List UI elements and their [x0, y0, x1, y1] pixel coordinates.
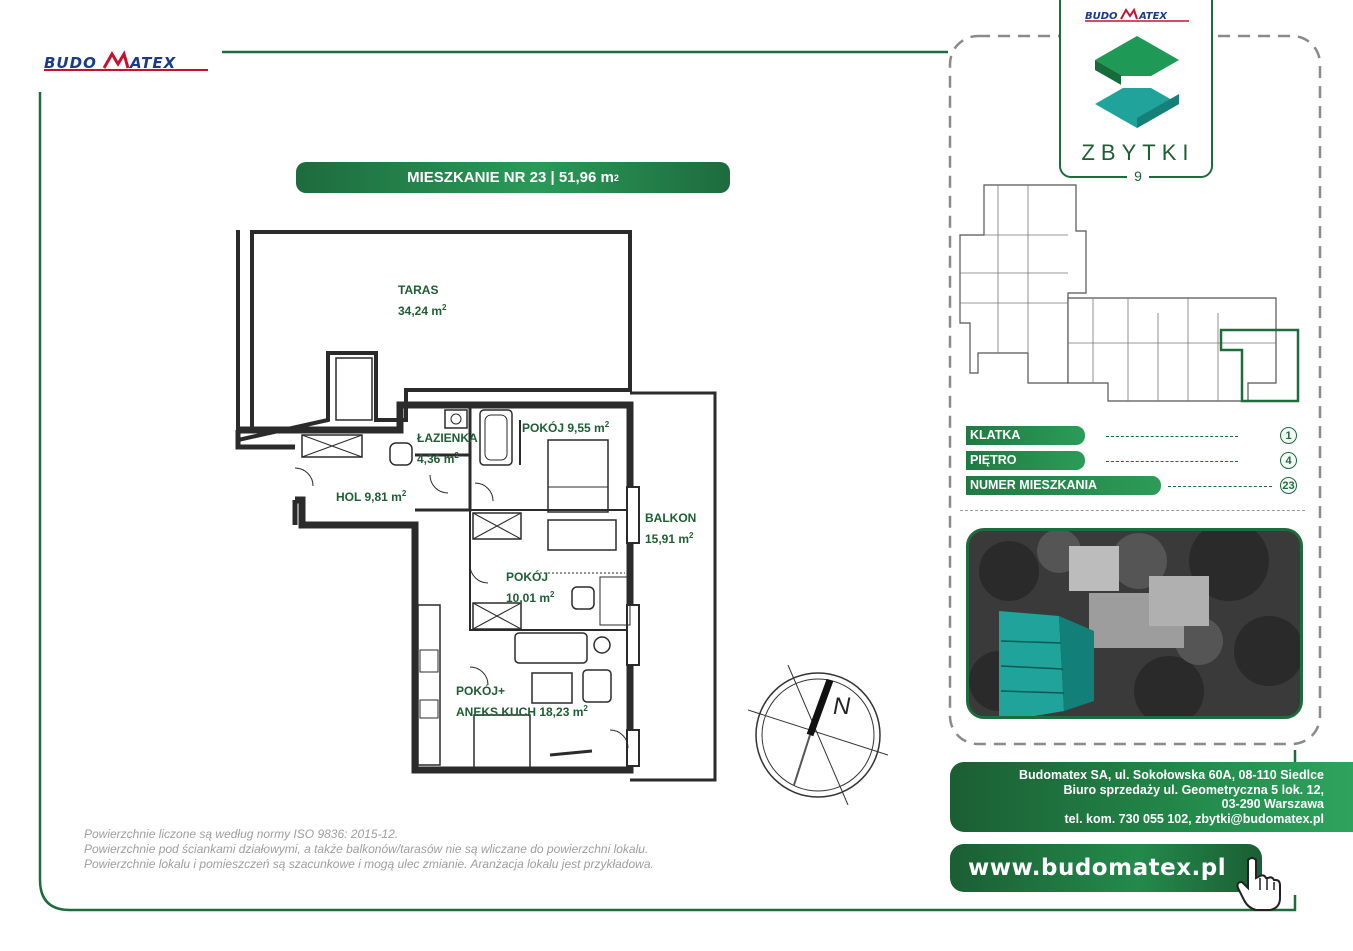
room-name: POKÓJ+ [456, 684, 506, 698]
room-area: 15,91 m [645, 532, 690, 546]
info-dash [1168, 486, 1272, 487]
apartment-title-text: MIESZKANIE NR 23 | 51,96 m [407, 169, 614, 186]
room-label-pokoj-1: POKÓJ 9,55 m2 [522, 416, 609, 437]
room-area: 34,24 m [398, 304, 443, 318]
info-value: 23 [1280, 477, 1297, 494]
room-label-pokoj-2: POKÓJ 10,01 m2 [506, 569, 555, 607]
info-value: 1 [1280, 427, 1297, 444]
footnotes: Powierzchnie liczone są według normy ISO… [84, 827, 724, 872]
info-label: NUMER MIESZKANIA [966, 476, 1161, 495]
room-area: ANEKS.KUCH 18,23 m [456, 705, 584, 719]
website-link[interactable]: www.budomatex.pl [950, 844, 1262, 892]
svg-text:ATEX: ATEX [129, 54, 177, 72]
compass: N [747, 664, 889, 806]
room-area: 4,36 m [417, 452, 455, 466]
room-sup: 2 [442, 303, 447, 312]
room-name: POKÓJ [506, 570, 549, 584]
room-label-hol: HOL 9,81 m2 [336, 485, 406, 506]
room-name: POKÓJ 9,55 m [522, 421, 605, 435]
compass-icon [747, 664, 889, 806]
project-emblem-icon [1095, 36, 1179, 128]
brand-logo: BUDO ATEX [42, 50, 212, 76]
footnote-line: Powierzchnie pod ściankami działowymi, a… [84, 842, 649, 856]
room-sup: 2 [689, 531, 694, 540]
footnote-line: Powierzchnie liczone są według normy ISO… [84, 827, 399, 841]
room-sup: 2 [604, 420, 610, 429]
aerial-photo [966, 528, 1303, 719]
room-label-pokoj-aneks: POKÓJ+ ANEKS.KUCH 18,23 m2 [456, 683, 588, 721]
room-name: BALKON [645, 511, 697, 525]
compass-north: N [833, 693, 851, 720]
contact-box: Budomatex SA, ul. Sokołowska 60A, 08-110… [950, 762, 1353, 832]
project-logo-card: BUDO ATEX ZBYTKI [1059, 0, 1213, 178]
project-number: 9 [1127, 168, 1149, 184]
info-row-numer: NUMER MIESZKANIA 23 [966, 476, 1301, 496]
info-label: KLATKA [966, 426, 1085, 445]
room-name: ŁAZIENKA [417, 431, 478, 445]
svg-text:ATEX: ATEX [1138, 11, 1168, 22]
project-name: ZBYTKI [1081, 140, 1195, 165]
info-value: 4 [1280, 452, 1297, 469]
contact-line: 03-290 Warszawa [1221, 797, 1324, 811]
room-name: TARAS [398, 283, 439, 297]
contact-line: Biuro sprzedaży ul. Geometryczna 5 lok. … [1063, 782, 1324, 797]
info-row-klatka: KLATKA 1 [966, 426, 1301, 446]
separator-line [960, 510, 1305, 511]
hand-cursor-icon [1236, 857, 1281, 911]
title-sup: 2 [613, 172, 619, 183]
room-sup: 2 [454, 451, 459, 460]
info-dash [1106, 461, 1238, 462]
svg-text:BUDO: BUDO [44, 54, 97, 72]
room-area: 10,01 m [506, 591, 551, 605]
floor-plan [235, 230, 717, 782]
info-row-pietro: PIĘTRO 4 [966, 451, 1301, 471]
info-dash [1106, 436, 1238, 437]
room-name: HOL 9,81 m [336, 490, 402, 504]
svg-text:BUDO: BUDO [1085, 11, 1118, 22]
room-sup: 2 [401, 489, 407, 498]
room-label-taras: TARAS 34,24 m2 [398, 282, 447, 320]
room-label-balkon: BALKON 15,91 m2 [645, 510, 696, 548]
brand-logo-small: BUDO ATEX [1085, 7, 1189, 22]
contact-line: Budomatex SA, ul. Sokołowska 60A, 08-110… [1019, 768, 1324, 782]
website-text: www.budomatex.pl [968, 855, 1227, 881]
site-plan [959, 184, 1300, 403]
contact-line: tel. kom. 730 055 102, zbytki@budomatex.… [1064, 811, 1324, 826]
footnote-line: Powierzchnie lokalu i pomieszczeń są sza… [84, 857, 654, 871]
room-sup: 2 [583, 704, 588, 713]
info-label: PIĘTRO [966, 451, 1085, 470]
room-sup: 2 [550, 590, 555, 599]
room-label-lazienka: ŁAZIENKA 4,36 m2 [417, 430, 478, 468]
